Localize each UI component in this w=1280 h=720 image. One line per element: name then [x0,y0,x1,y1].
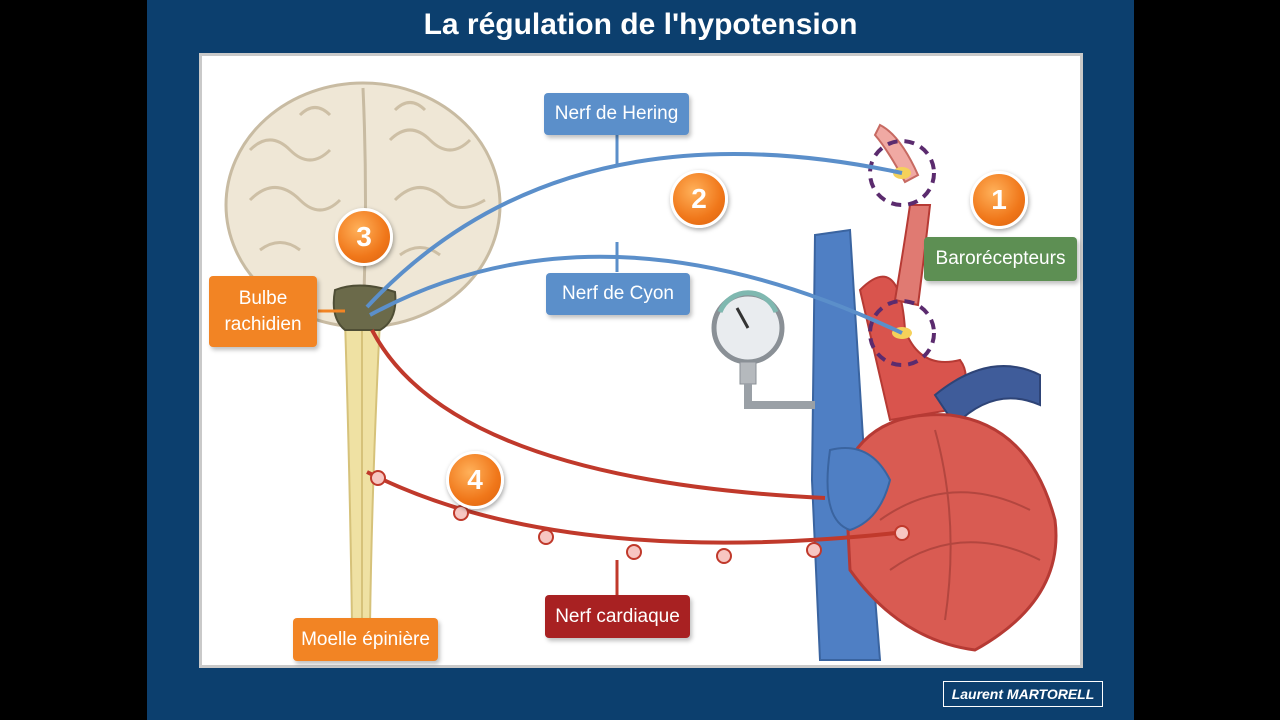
heart-illustration [810,123,1058,661]
vagal-efferent-path [370,329,826,500]
bulbe-line-1: Bulbe [238,287,288,309]
slide-title: La régulation de l'hypotension [423,8,858,41]
label-nerf-cardiaque: Nerf cardiaque [545,595,690,638]
label-nerf-cyon: Nerf de Cyon [546,273,690,315]
nerf-hering-path [365,152,903,309]
atrium [826,447,892,532]
step-badge-4: 4 [446,451,504,509]
label-bulbe-rachidien: Bulbe rachidien [209,276,317,347]
brain-illustration [224,81,502,331]
step-badge-1: 1 [970,171,1028,229]
baroreceptor-aortic-arch [868,299,936,367]
ganglia-dots [370,470,910,564]
label-moelle-epiniere: Moelle épinière [293,618,438,661]
step-badge-2: 2 [670,170,728,228]
baroreceptor-carotid-sinus [868,139,936,207]
medulla-oblongata [332,284,397,331]
label-barorecepteurs: Barorécepteurs [924,237,1077,281]
carotid-top [873,123,920,184]
nerf-cardiaque-path [366,470,906,545]
pressure-gauge-icon [711,290,815,409]
step-badge-3: 3 [335,208,393,266]
author-credit: Laurent MARTORELL [943,681,1103,707]
label-nerf-hering: Nerf de Hering [544,93,689,135]
pulmonary-vessel [933,365,1041,427]
carotid-artery [893,204,932,307]
bulbe-line-2: rachidien [224,313,302,335]
